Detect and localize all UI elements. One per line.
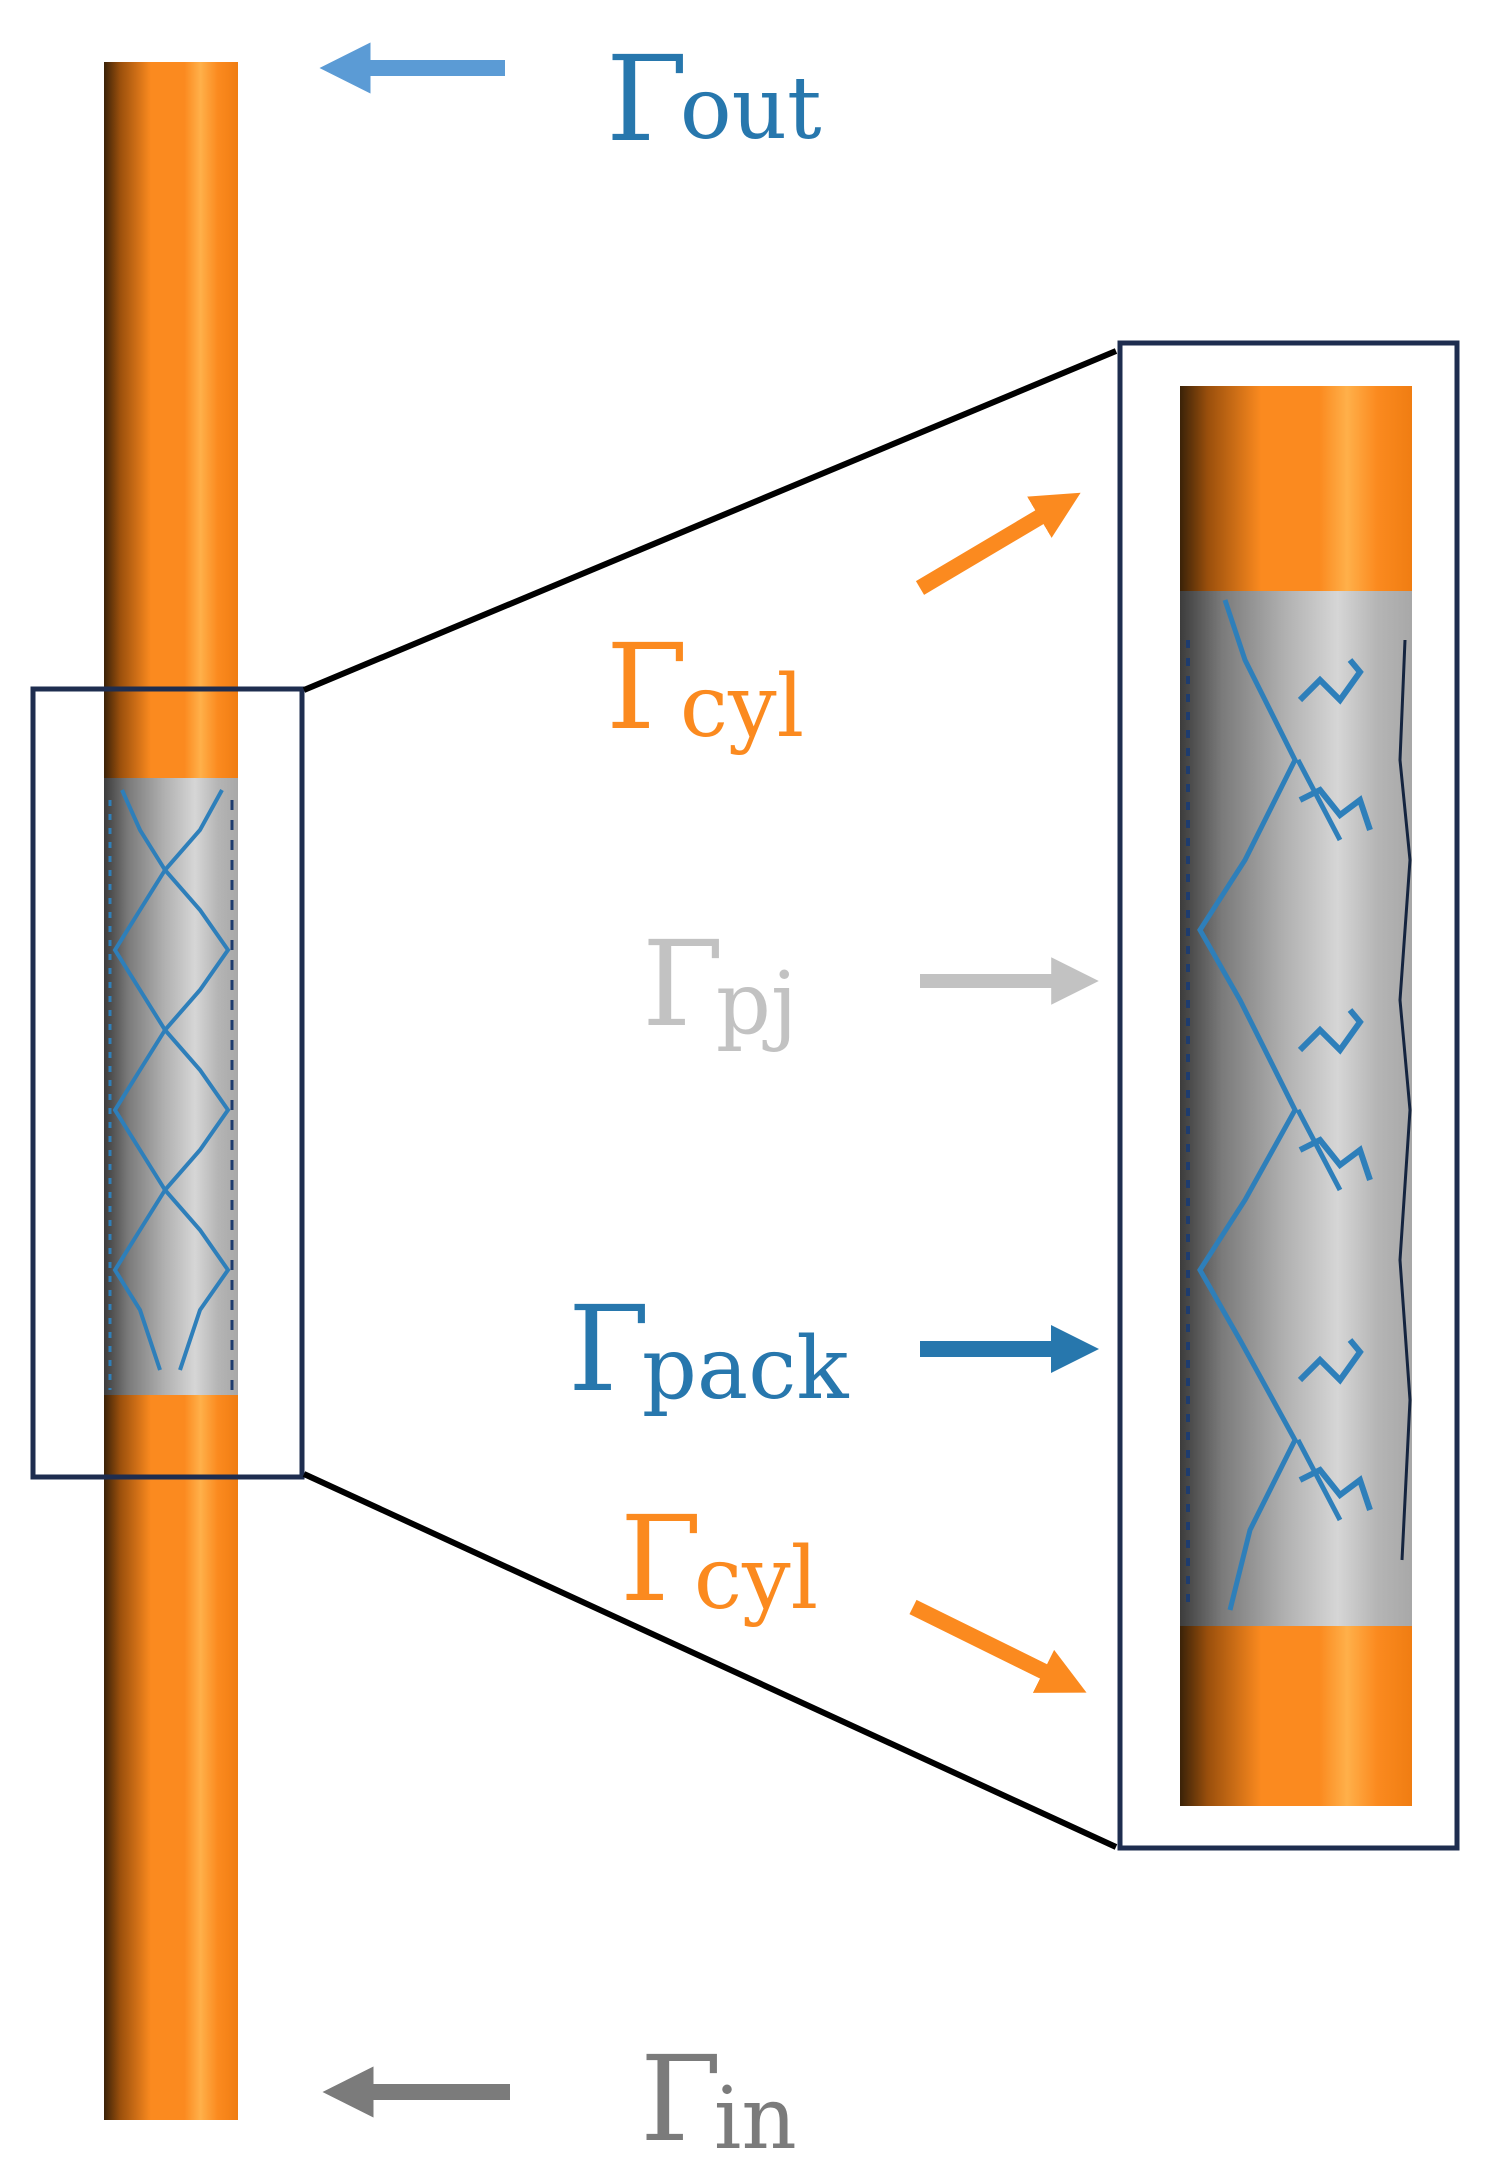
gamma-in-symbol: Γ: [640, 2030, 722, 2168]
gamma-pj-subscript: pj: [716, 954, 798, 1054]
gamma-cyl-top-symbol: Γ: [606, 618, 688, 756]
main-tube: [104, 62, 238, 2120]
gamma-cyl-bottom-symbol: Γ: [620, 1490, 702, 1628]
gamma-out-label: Γout: [606, 30, 822, 168]
zoom-tube-wires: [1186, 599, 1412, 1611]
gamma-cyl-bottom-label: Γcyl: [620, 1490, 818, 1629]
gamma-cyl-top-label: Γcyl: [606, 618, 804, 757]
gamma-pack-subscript: pack: [642, 1319, 849, 1419]
gamma-in-subscript: in: [714, 2069, 797, 2169]
selection-frame: [30, 686, 305, 1480]
gamma-out-symbol: Γ: [606, 30, 688, 168]
main-tube-wires: [108, 789, 234, 1390]
cyl-top-arrow: [915, 492, 1081, 595]
main-tube-upper: [104, 62, 238, 778]
zoom-tube-lower: [1180, 1626, 1412, 1806]
gamma-in-label: Γin: [640, 2030, 797, 2169]
connector-line-bottom: [302, 1471, 1118, 1850]
zoom-detail: [1117, 340, 1460, 1851]
gamma-cyl-bottom-subscript: cyl: [694, 1529, 818, 1629]
connector-line-top: [302, 348, 1118, 693]
main-tube-lower: [104, 1395, 238, 2120]
zoom-tube-upper: [1180, 386, 1412, 591]
gamma-out-subscript: out: [680, 59, 822, 159]
gamma-cyl-top-subscript: cyl: [680, 657, 804, 757]
main-tube-packing: [104, 778, 238, 1395]
cyl-bottom-arrow: [909, 1599, 1087, 1693]
gamma-pj-label: Γpj: [642, 915, 798, 1054]
gamma-pack-symbol: Γ: [568, 1280, 650, 1418]
gamma-pack-label: Γpack: [568, 1280, 849, 1419]
gamma-pj-symbol: Γ: [642, 915, 724, 1053]
